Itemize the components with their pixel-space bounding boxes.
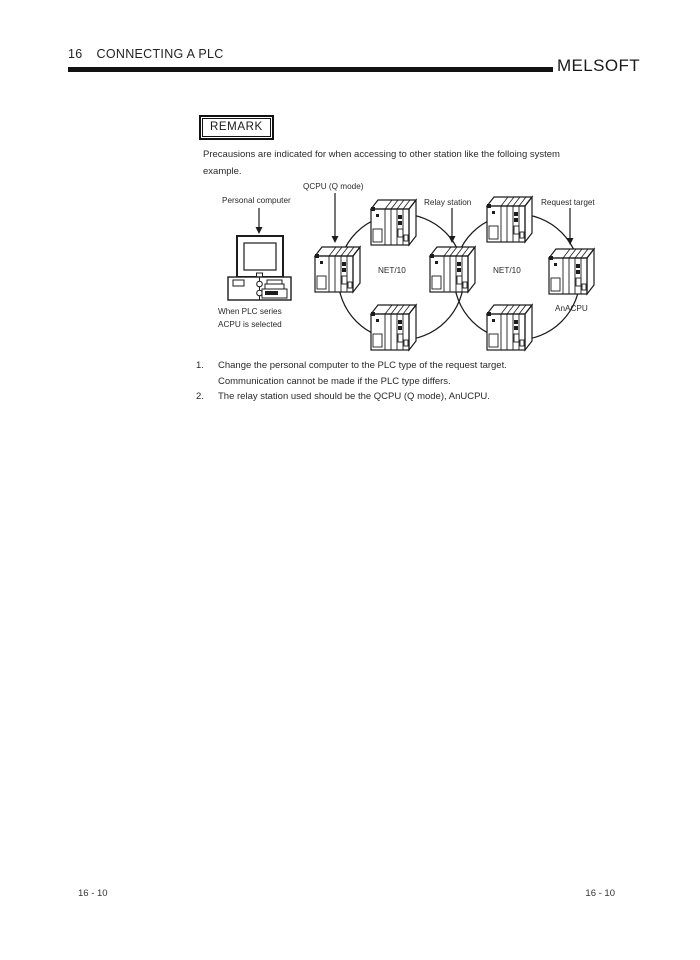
- chapter-header: 16 CONNECTING A PLC: [68, 47, 224, 61]
- plc-unit-qcpu: [314, 246, 361, 293]
- list-item-line: Communication cannot be made if the PLC …: [218, 375, 451, 387]
- label-net10-right: NET/10: [493, 266, 521, 275]
- chapter-number: 16: [68, 47, 83, 61]
- notes-list: 1. Change the personal computer to the P…: [196, 358, 507, 405]
- page-number-right: 16 - 10: [585, 888, 615, 899]
- list-item-number: 2.: [196, 391, 204, 402]
- list-item-text: The relay station used should be the QCP…: [218, 389, 490, 405]
- label-net10-left: NET/10: [378, 266, 406, 275]
- label-qcpu: QCPU (Q mode): [303, 182, 364, 191]
- list-item-text: Change the personal computer to the PLC …: [218, 358, 507, 389]
- list-item-line: Change the personal computer to the PLC …: [218, 360, 507, 371]
- chapter-title: CONNECTING A PLC: [96, 47, 224, 61]
- plc-unit-request-target: [548, 248, 595, 295]
- network-diagram: Personal computer QCPU (Q mode) Relay st…: [218, 182, 595, 351]
- plc-unit-ring2-top: [486, 196, 533, 243]
- label-pc-note-line1: When PLC series: [218, 307, 282, 316]
- plc-unit-ring2-bottom: [486, 304, 533, 351]
- list-item: 1. Change the personal computer to the P…: [196, 358, 507, 389]
- remark-badge: REMARK: [199, 115, 274, 140]
- plc-unit-relay-station: [429, 246, 476, 293]
- list-item-line: The relay station used should be the QCP…: [218, 391, 490, 402]
- label-personal-computer: Personal computer: [222, 196, 291, 205]
- plc-unit-ring1-bottom: [370, 304, 417, 351]
- label-request-target: Request target: [541, 198, 595, 207]
- callout-arrows: [254, 193, 575, 246]
- header-rule: [68, 67, 553, 72]
- remark-paragraph: Precausions are indicated for when acces…: [203, 146, 653, 180]
- page-number-left: 16 - 10: [78, 888, 108, 899]
- personal-computer-icon: [227, 235, 292, 301]
- paragraph-line: Precausions are indicated for when acces…: [203, 149, 560, 160]
- label-pc-note-line2: ACPU is selected: [218, 320, 282, 329]
- list-item-number: 1.: [196, 360, 204, 371]
- plc-unit-ring1-top: [370, 199, 417, 246]
- label-anacpu: AnACPU: [555, 304, 588, 313]
- label-relay-station: Relay station: [424, 198, 472, 207]
- paragraph-line: example.: [203, 166, 242, 177]
- brand-logo-text: MELSOFT: [557, 56, 641, 75]
- list-item: 2. The relay station used should be the …: [196, 389, 507, 405]
